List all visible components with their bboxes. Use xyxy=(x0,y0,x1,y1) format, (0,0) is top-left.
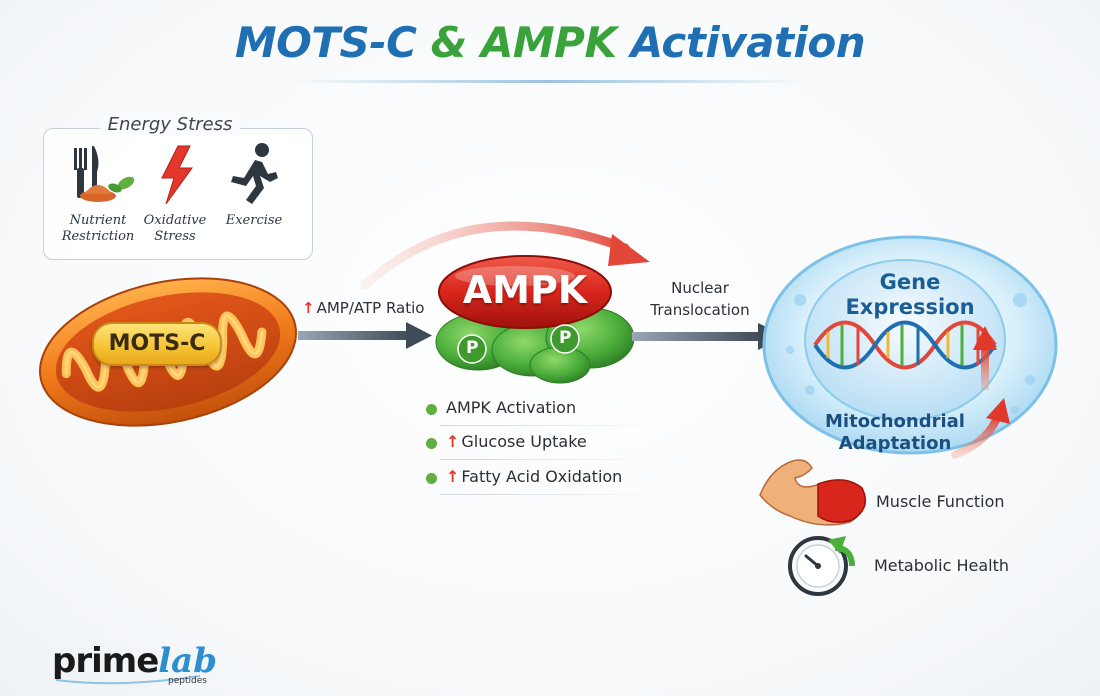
lightning-bolt-icon xyxy=(161,145,193,205)
bullet-dot-icon xyxy=(426,473,437,484)
page-title: MOTS-C & AMPK Activation xyxy=(0,18,1100,67)
muscle-function-label: Muscle Function xyxy=(876,492,1005,511)
nuclear-translocation-label: Nuclear Translocation xyxy=(650,279,750,319)
title-ampersand: & xyxy=(430,18,468,67)
title-activation: Activation xyxy=(630,18,866,67)
effect-text: AMPK Activation xyxy=(446,398,577,417)
phospho-label-1: P xyxy=(466,338,479,358)
bullet-dot-icon xyxy=(426,438,437,449)
stress-label-exercise: Exercise xyxy=(225,213,283,228)
up-arrow-icon: ↑ xyxy=(446,467,460,486)
effect-item: ↑Glucose Uptake xyxy=(426,430,666,460)
phospho-label-2: P xyxy=(559,328,572,348)
title-ampk: AMPK xyxy=(480,18,617,67)
gene-expression-label: Gene Expression xyxy=(845,270,975,319)
nucleus-cell xyxy=(762,235,1058,455)
effect-text: Glucose Uptake xyxy=(461,432,587,451)
effect-text: Fatty Acid Oxidation xyxy=(461,467,623,486)
brand-swoosh xyxy=(55,675,201,685)
stress-label-oxidative: Oxidative Stress xyxy=(143,213,207,244)
up-arrow-icon: ↑ xyxy=(446,432,460,451)
adaptation-arrow-icon xyxy=(951,398,1010,459)
running-person-icon xyxy=(231,143,278,204)
curved-translocation-arrow xyxy=(360,221,650,290)
up-arrow-icon: ↑ xyxy=(302,299,315,317)
energy-stress-title: Energy Stress xyxy=(100,114,240,135)
bullet-dot-icon xyxy=(426,404,437,415)
metabolic-health-label: Metabolic Health xyxy=(874,556,1009,575)
mots-c-label: MOTS-C xyxy=(92,322,222,366)
ampk-complex xyxy=(435,255,635,384)
stress-label-nutrient: Nutrient Restriction xyxy=(61,213,135,244)
flexed-bicep-icon xyxy=(759,459,867,526)
amp-atp-ratio-label: ↑AMP/ATP Ratio xyxy=(302,299,425,317)
effect-item: ↑Fatty Acid Oxidation xyxy=(426,465,666,495)
title-divider xyxy=(290,80,810,83)
dna-helix-icon xyxy=(813,320,997,370)
arrow-mito-to-ampk xyxy=(298,322,432,349)
ampk-label: AMPK xyxy=(462,268,588,312)
effect-item: AMPK Activation xyxy=(426,396,666,426)
mitochondrial-adaptation-label: Mitochondrial Adaptation xyxy=(825,411,965,454)
brand-logo: primelab xyxy=(52,641,217,681)
stopwatch-icon xyxy=(788,536,855,596)
title-mots-c: MOTS-C xyxy=(234,18,417,67)
fork-knife-plate-icon xyxy=(74,146,135,202)
upregulation-arrow-icon xyxy=(973,326,997,390)
brand-subtitle: peptides xyxy=(168,676,207,686)
